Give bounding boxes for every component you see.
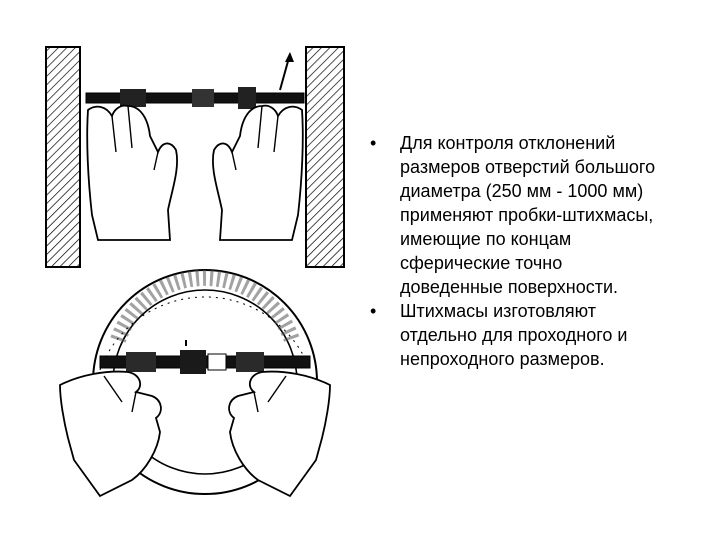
bullet-item: • Штихмасы изготовляют отдельно для прох… xyxy=(370,299,670,371)
bottom-left-hand xyxy=(59,370,162,498)
top-bore-drawing xyxy=(45,46,345,268)
illustration-drawing xyxy=(45,46,345,498)
bullet-text: Для контроля отклонений размеров отверст… xyxy=(400,133,656,297)
top-right-hand xyxy=(212,104,304,241)
top-stichmass-rod xyxy=(85,52,305,109)
top-left-hand xyxy=(86,104,178,241)
bullet-list: • Для контроля отклонений размеров отвер… xyxy=(370,131,670,371)
bottom-stichmass-rod xyxy=(99,340,311,374)
bullet-marker: • xyxy=(370,133,377,153)
bullet-text: Штихмасы изготовляют отдельно для проход… xyxy=(400,301,628,369)
bottom-right-hand xyxy=(228,370,331,498)
illustration-stichmass-measurement xyxy=(40,40,370,510)
left-wall-hatching xyxy=(45,46,81,268)
right-wall-hatching xyxy=(305,46,345,268)
bottom-ring-drawing xyxy=(59,269,331,498)
bullet-item: • Для контроля отклонений размеров отвер… xyxy=(370,131,670,299)
bullet-marker: • xyxy=(370,301,377,321)
